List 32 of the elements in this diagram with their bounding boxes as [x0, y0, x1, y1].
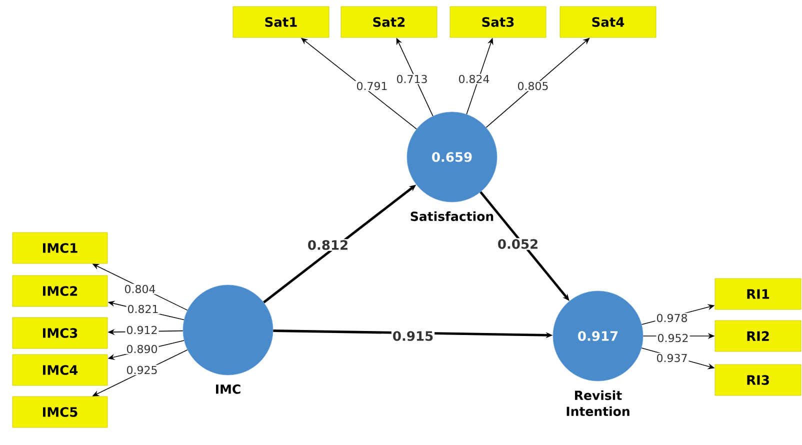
indicator-box: Sat2	[340, 6, 438, 38]
edge-label: 0.915	[391, 330, 435, 342]
edge-label: 0.812	[306, 239, 350, 251]
edge-label: 0.713	[395, 74, 429, 84]
indicator-box: IMC1	[12, 232, 108, 264]
indicator-box: RI3	[714, 364, 802, 396]
indicator-box: Sat3	[450, 6, 546, 38]
indicator-box: IMC4	[12, 354, 108, 386]
edge-label: 0.804	[123, 284, 157, 294]
indicator-box: IMC5	[12, 396, 108, 428]
edge-label: 0.978	[655, 312, 689, 324]
edge-label: 0.890	[125, 344, 159, 354]
indicator-box: IMC2	[12, 275, 108, 307]
indicator-box: IMC3	[12, 317, 108, 349]
indicator-box: RI2	[714, 320, 802, 352]
edge-label: 0.791	[355, 80, 389, 92]
construct-name: Revisit Intention	[566, 390, 630, 416]
edge-label: 0.824	[457, 74, 491, 84]
edge-label: 0.912	[125, 324, 159, 336]
construct-circle	[182, 284, 274, 376]
edge-label: 0.821	[126, 304, 160, 314]
indicator-box: Sat1	[232, 6, 330, 38]
arrow	[486, 38, 590, 128]
indicator-box: RI1	[714, 278, 802, 310]
construct-name: IMC	[216, 384, 240, 394]
edge-label: 0.052	[496, 238, 540, 250]
edge-label: 0.925	[125, 364, 159, 376]
construct-name: Satisfaction	[410, 211, 494, 222]
indicator-box: Sat4	[560, 6, 656, 38]
edge-label: 0.937	[655, 352, 689, 364]
edge-label: 0.805	[516, 80, 550, 92]
edge-label: 0.952	[656, 332, 690, 344]
